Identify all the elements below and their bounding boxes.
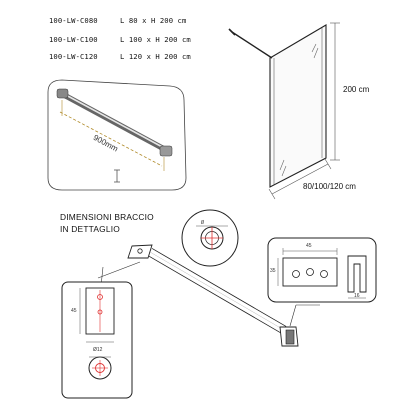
glass-panel	[228, 24, 327, 188]
end-block-height-label: 45	[71, 308, 77, 314]
wall-bracket-detail	[267, 237, 377, 303]
model-size-2: L 100 x H 200 cm	[120, 35, 191, 44]
end-block-hole-label: Ø12	[93, 347, 103, 353]
panel-width-label: 80/100/120 cm	[303, 182, 356, 191]
panel-height-label: 200 cm	[343, 85, 370, 94]
end-block-detail	[61, 281, 133, 399]
detail-title-line2: IN DETTAGLIO	[60, 224, 120, 234]
bracket-depth-label: 16	[354, 293, 360, 299]
model-size-3: L 120 x H 200 cm	[120, 52, 191, 61]
sleeve-section-detail: Ø	[181, 209, 239, 267]
arm-detail	[127, 244, 299, 347]
model-code-2: 100-LW-C100	[49, 35, 98, 44]
model-code-3: 100-LW-C120	[49, 52, 98, 61]
model-code-1: 100-LW-C080	[49, 16, 98, 25]
bracket-width-label: 45	[306, 243, 312, 249]
model-size-1: L 80 x H 200 cm	[120, 16, 187, 25]
svg-text:Ø: Ø	[201, 219, 204, 226]
panel-width-dimension	[268, 158, 332, 200]
detail-title-line1: DIMENSIONI BRACCIO	[60, 212, 154, 222]
bracket-height-label: 35	[270, 268, 276, 274]
bar-photo-frame	[47, 79, 187, 191]
panel-height-dimension	[330, 22, 340, 161]
